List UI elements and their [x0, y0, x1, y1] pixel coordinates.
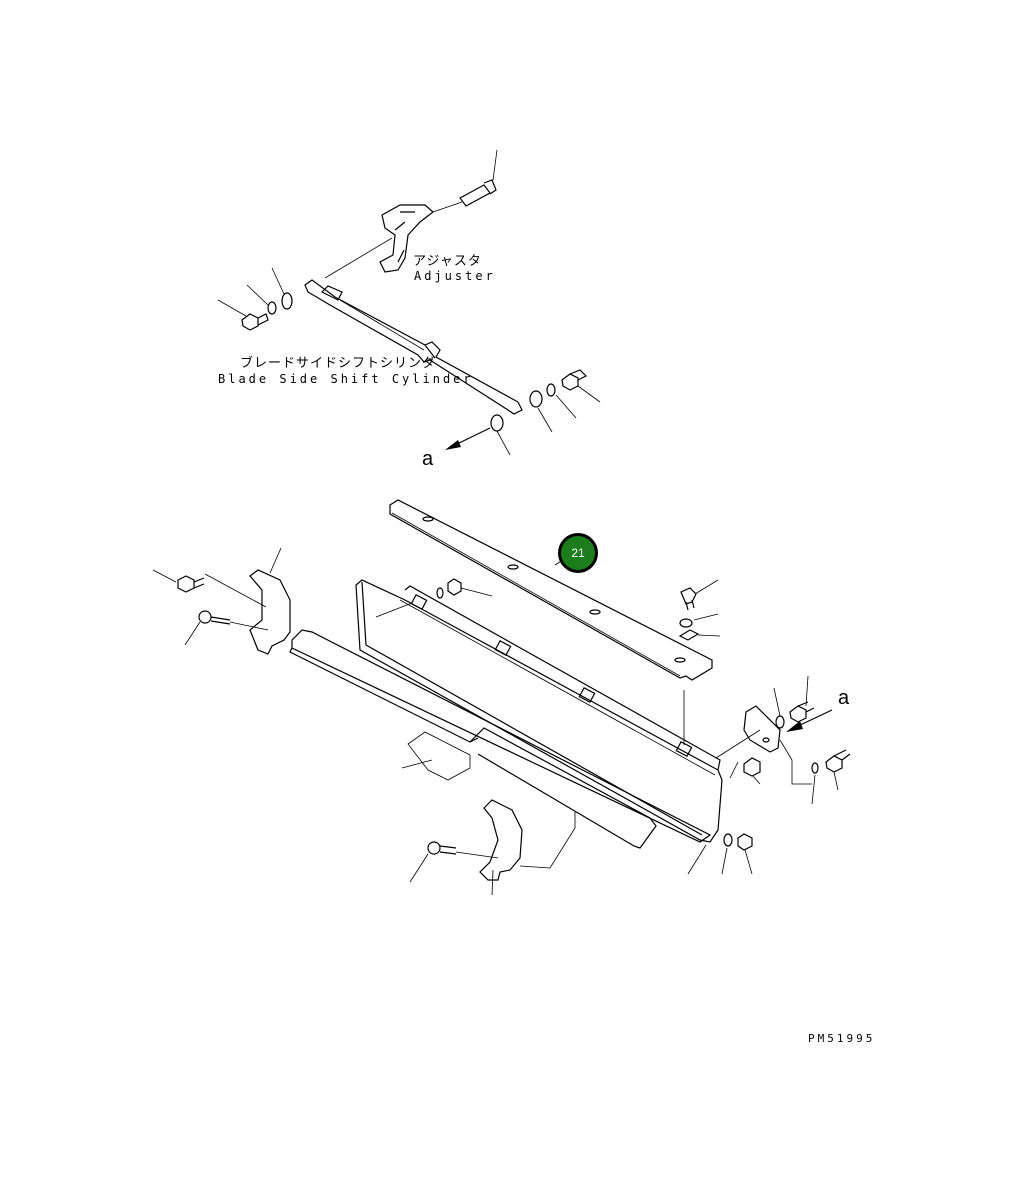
drawing-code: PM51995 [808, 1032, 876, 1045]
reference-a-right: a [838, 687, 850, 709]
blade-top-fasteners [436, 578, 493, 599]
side-shift-cylinder [304, 279, 523, 415]
adjuster-label-en: Adjuster [414, 269, 496, 283]
arrow-a-right [786, 709, 833, 732]
reference-a-left: a [422, 448, 434, 470]
adjuster-bracket [324, 201, 463, 279]
right-end-hardware [678, 579, 851, 875]
adjuster-label-jp: アジャスタ [413, 254, 482, 269]
arrow-a-left [445, 427, 491, 450]
cylinder-right-fasteners [490, 369, 601, 456]
part-number-badge[interactable]: 21 [558, 533, 598, 573]
adjuster-bolt [459, 149, 498, 207]
top-wear-plate [389, 499, 713, 681]
cutting-edge [289, 629, 712, 869]
cylinder-label-en: Blade Side Shift Cylinder [218, 372, 474, 386]
cylinder-label-jp: ブレードサイドシフトシリンダ [240, 356, 437, 371]
end-bit-lower [409, 799, 523, 896]
end-bit-upper [152, 547, 291, 655]
cylinder-left-fasteners [217, 267, 293, 331]
blade-body [355, 579, 723, 843]
